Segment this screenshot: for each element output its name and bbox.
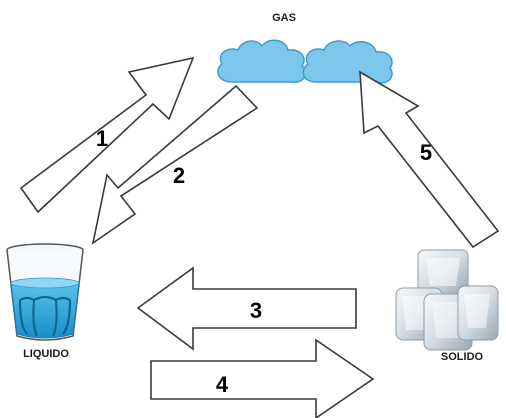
ice-cubes-icon bbox=[395, 249, 499, 351]
liquid-label: LIQUIDO bbox=[23, 348, 69, 360]
arrow-1-number: 1 bbox=[96, 126, 108, 151]
cloud-icon bbox=[217, 39, 393, 84]
arrow-5-sublimation bbox=[359, 70, 500, 249]
arrow-2-number: 2 bbox=[173, 163, 185, 188]
arrow-3-number: 3 bbox=[250, 298, 262, 323]
arrow-4-solidification bbox=[150, 338, 375, 418]
arrow-1-evaporation bbox=[19, 56, 195, 214]
glass-of-water-icon bbox=[6, 243, 84, 341]
arrow-3-melting bbox=[136, 266, 357, 351]
arrow-5-number: 5 bbox=[420, 140, 432, 165]
gas-label: GAS bbox=[272, 12, 296, 24]
solid-label: SOLIDO bbox=[441, 351, 484, 363]
arrow-2-condensation bbox=[91, 84, 259, 245]
arrow-4-number: 4 bbox=[216, 372, 229, 397]
